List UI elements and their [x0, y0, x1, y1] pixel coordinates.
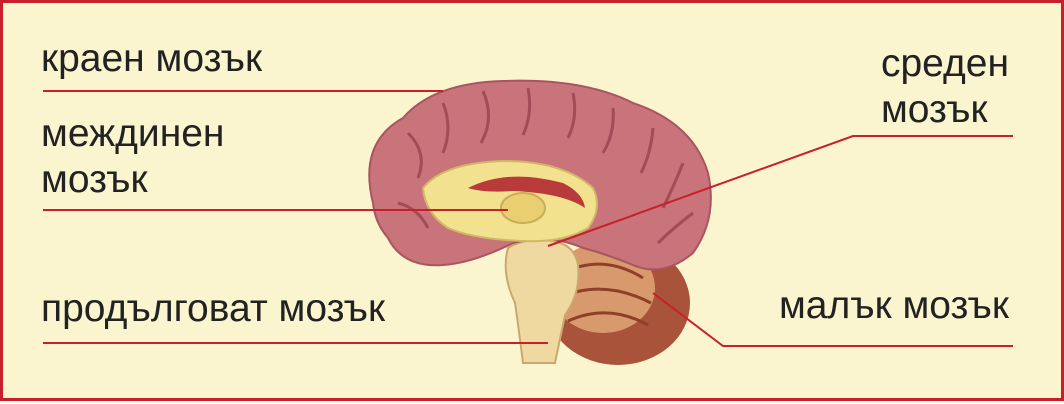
label-sreden-mozak: среден мозък [881, 41, 1009, 133]
label-mezhdinen-mozak: междинен мозък [41, 111, 224, 203]
label-malak-mozak: малък мозък [779, 283, 1009, 329]
label-kraen-mozak: краен мозък [41, 36, 262, 82]
thalamus [501, 193, 545, 223]
label-prodalgovat-mozak: продълговат мозък [41, 286, 385, 332]
